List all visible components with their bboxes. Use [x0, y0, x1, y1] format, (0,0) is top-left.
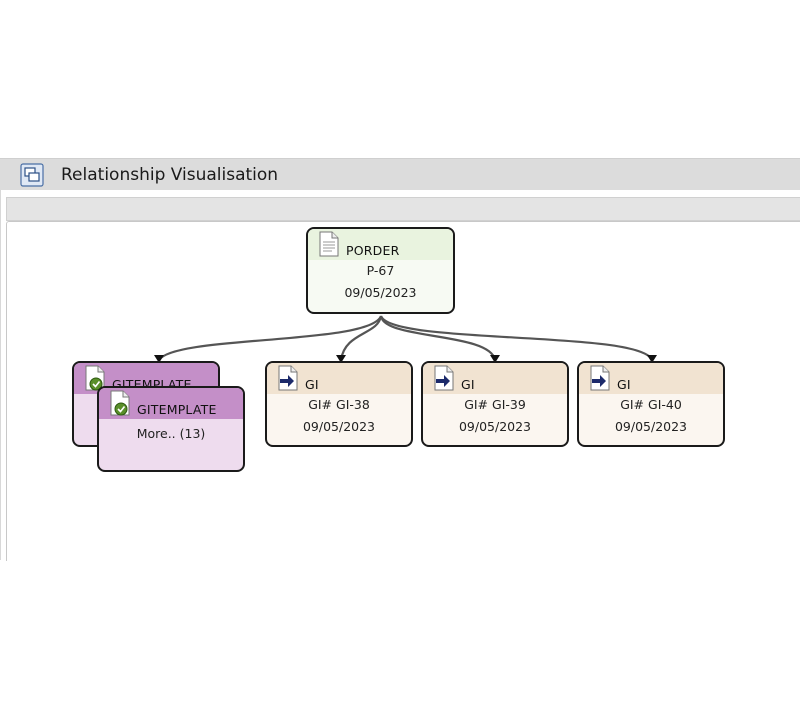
node-gi-39[interactable]: GI GI# GI-39 09/05/2023 — [421, 361, 569, 447]
panel-left-border — [0, 190, 6, 560]
node-date: 09/05/2023 — [614, 419, 688, 434]
node-date: 09/05/2023 — [344, 285, 417, 300]
node-header: PORDER — [308, 229, 453, 260]
node-header: GI — [267, 363, 411, 394]
document-icon — [319, 231, 339, 257]
node-id: P-67 — [366, 263, 395, 278]
node-type-label: GITEMPLATE — [137, 402, 217, 417]
node-date: 09/05/2023 — [458, 419, 532, 434]
node-id: GI# GI-38 — [308, 397, 370, 412]
more-link[interactable]: More.. (13) — [136, 426, 206, 441]
document-check-icon — [110, 390, 130, 416]
node-date: 09/05/2023 — [302, 419, 376, 434]
window-titlebar: Relationship Visualisation — [0, 158, 800, 190]
node-type-label: PORDER — [346, 243, 400, 258]
window-title: Relationship Visualisation — [61, 165, 279, 185]
node-header: GITEMPLATE — [99, 388, 243, 419]
document-arrow-icon — [434, 365, 454, 391]
node-type-label: GI — [617, 377, 631, 392]
node-id: GI# GI-40 — [620, 397, 682, 412]
node-gitemplate[interactable]: GITEMPLATE More.. (13) — [97, 386, 245, 472]
document-check-icon — [85, 365, 105, 391]
node-type-label: GI — [305, 377, 319, 392]
node-porder[interactable]: PORDER P-67 09/05/2023 — [306, 227, 455, 314]
node-id: GI# GI-39 — [464, 397, 526, 412]
node-header: GI — [579, 363, 723, 394]
node-header: GI — [423, 363, 567, 394]
toolbar — [6, 197, 800, 221]
node-gi-40[interactable]: GI GI# GI-40 09/05/2023 — [577, 361, 725, 447]
document-arrow-icon — [278, 365, 298, 391]
node-type-label: GI — [461, 377, 475, 392]
node-gi-38[interactable]: GI GI# GI-38 09/05/2023 — [265, 361, 413, 447]
document-arrow-icon — [590, 365, 610, 391]
relationship-window-icon — [20, 163, 44, 187]
